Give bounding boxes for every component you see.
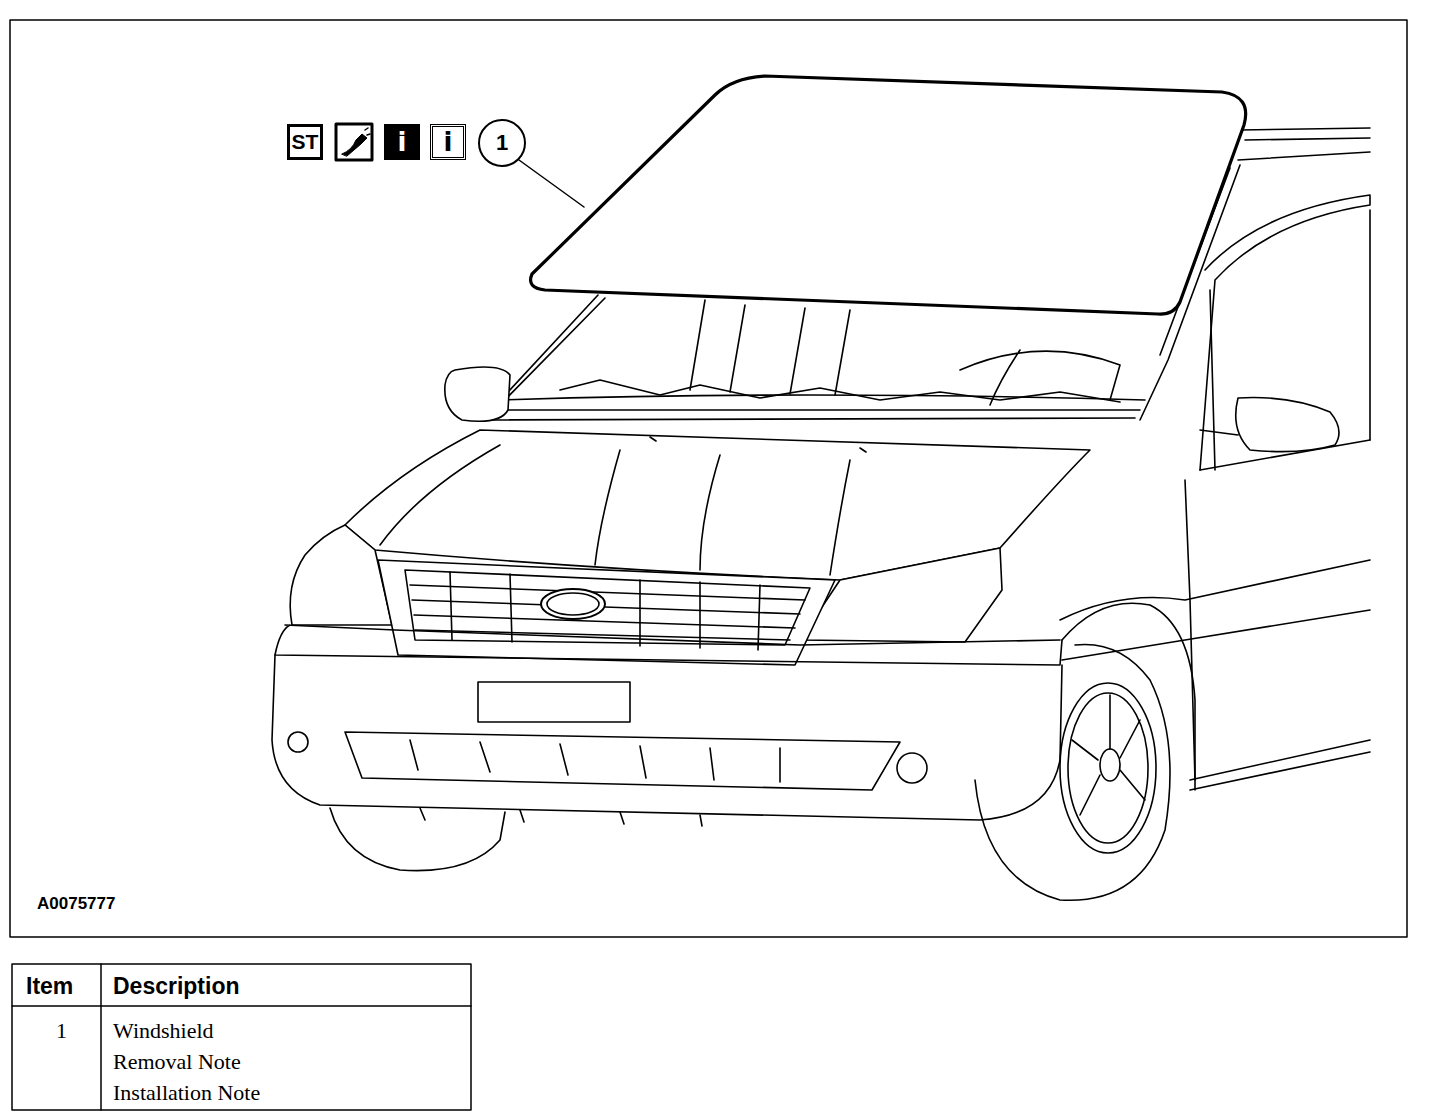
icon-text: 1 [496, 130, 508, 156]
callout-number: 1 [478, 119, 526, 167]
info-icon-outline: i [430, 124, 466, 160]
table-header: Description [113, 974, 240, 999]
icon-text: i [398, 127, 407, 157]
icon-text: i [444, 127, 453, 157]
icon-text: ST [292, 130, 319, 154]
table-header: Item [26, 974, 73, 999]
table-cell: Installation Note [113, 1081, 260, 1105]
figure-id: A0075777 [37, 895, 115, 914]
table-cell: 1 [56, 1019, 67, 1043]
table-cell: Removal Note [113, 1050, 241, 1074]
table-cell: Windshield [113, 1019, 214, 1043]
special-tool-icon: ST [287, 124, 323, 160]
info-icon-filled: i [384, 124, 420, 160]
